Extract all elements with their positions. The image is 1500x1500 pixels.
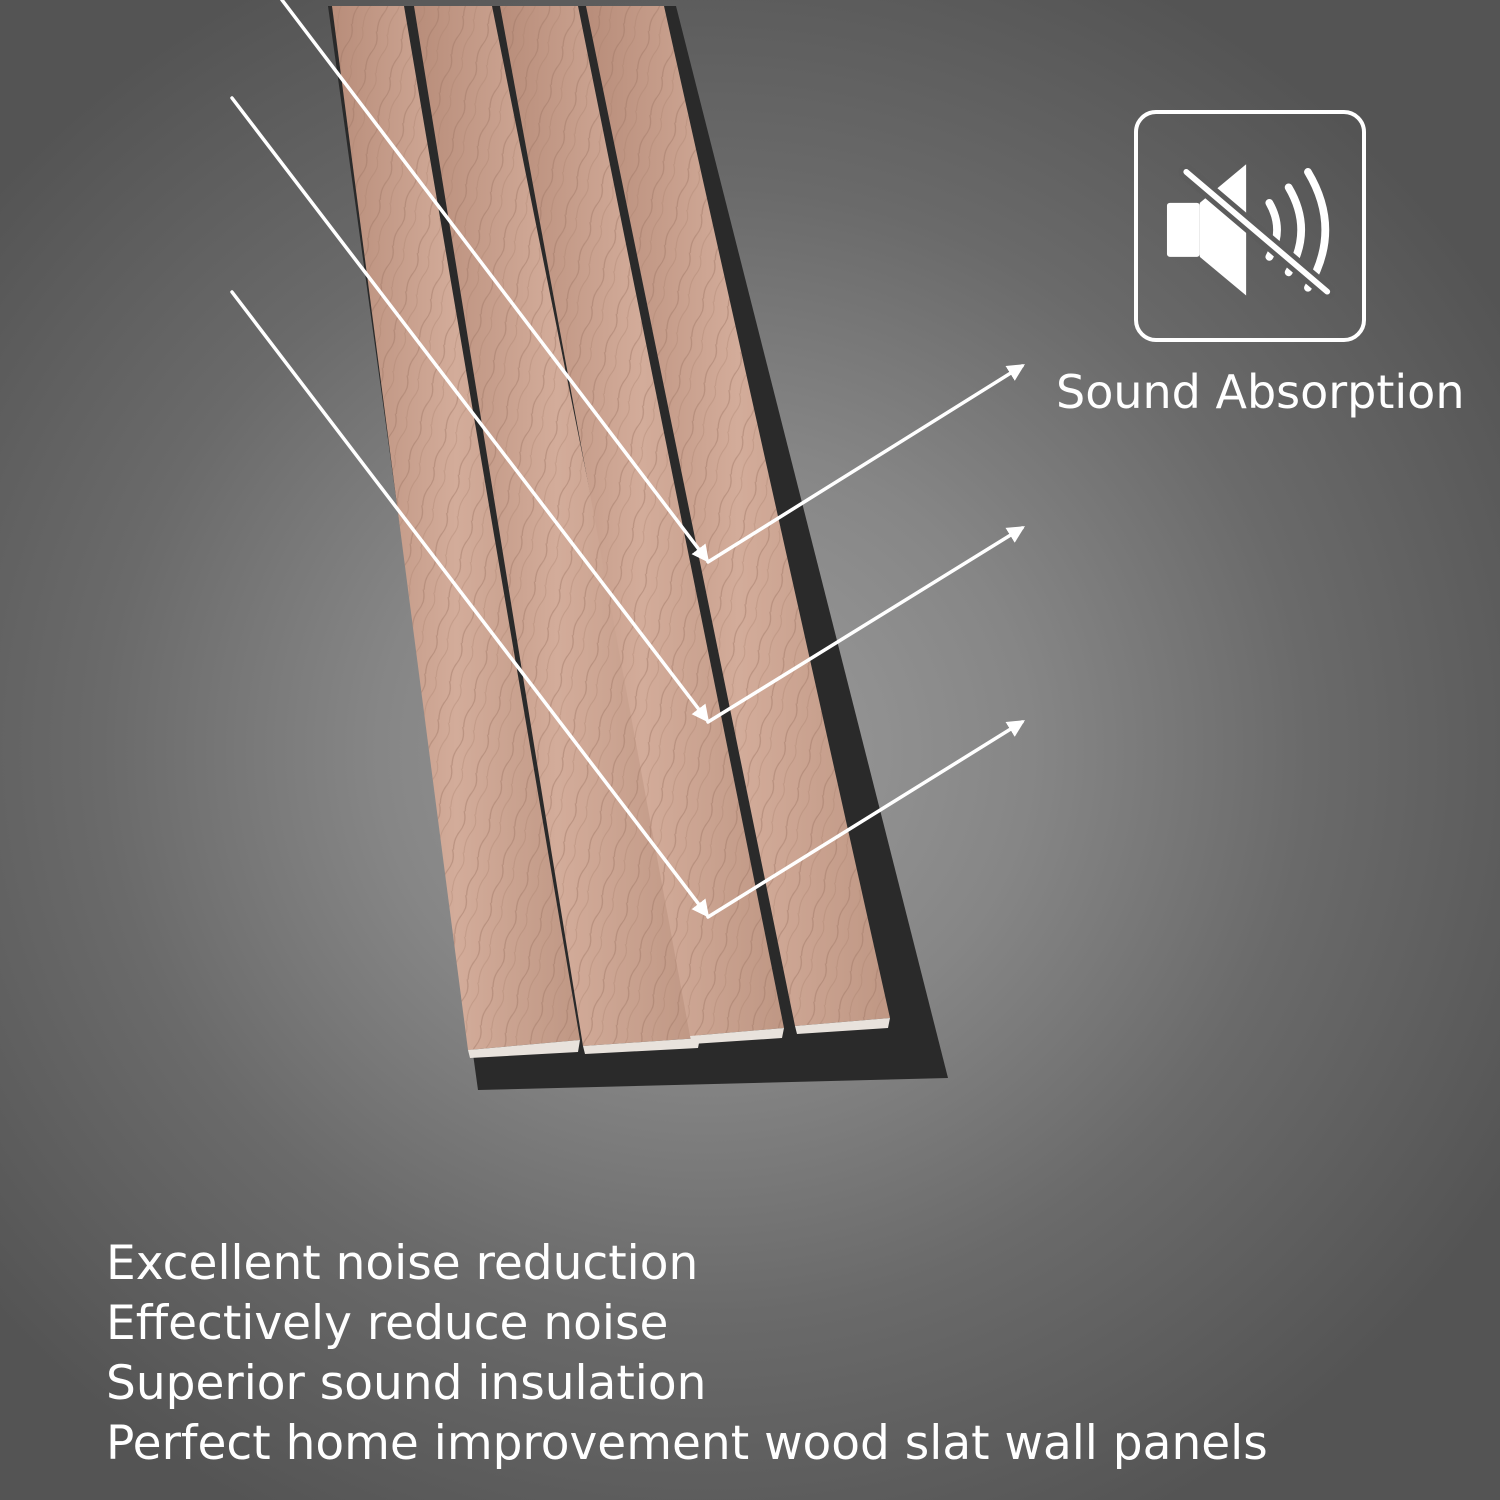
feature-item: Perfect home improvement wood slat wall …: [106, 1416, 1268, 1471]
wood-slat-3-end: [690, 1028, 784, 1044]
feature-item: Superior sound insulation: [106, 1356, 707, 1411]
wood-slat-3-grain: [500, 6, 784, 1036]
incoming-arrow-3: [230, 290, 710, 918]
incoming-sound-arrows: [230, 0, 710, 918]
wood-slat-1-grain: [332, 6, 580, 1050]
reflected-arrow-2: [706, 526, 1025, 724]
wood-slat-4-end: [795, 1018, 890, 1034]
sound-muted-icon: [1166, 164, 1335, 300]
wood-slat-1-end: [468, 1040, 580, 1058]
feature-list: Excellent noise reduction Effectively re…: [106, 1234, 1466, 1474]
reflected-arrow-3: [706, 720, 1025, 919]
reflected-sound-arrows: [706, 364, 1025, 919]
sound-absorption-badge: [1134, 110, 1366, 342]
wood-slat-4-grain: [586, 6, 890, 1026]
feature-item: Excellent noise reduction: [106, 1236, 699, 1291]
incoming-arrow-1: [280, 0, 710, 563]
incoming-arrow-2: [230, 96, 710, 723]
feature-item: Effectively reduce noise: [106, 1296, 669, 1351]
wood-slat-2-end: [583, 1038, 700, 1054]
sound-absorption-label: Sound Absorption: [1056, 365, 1465, 419]
reflected-arrow-1: [706, 364, 1025, 564]
